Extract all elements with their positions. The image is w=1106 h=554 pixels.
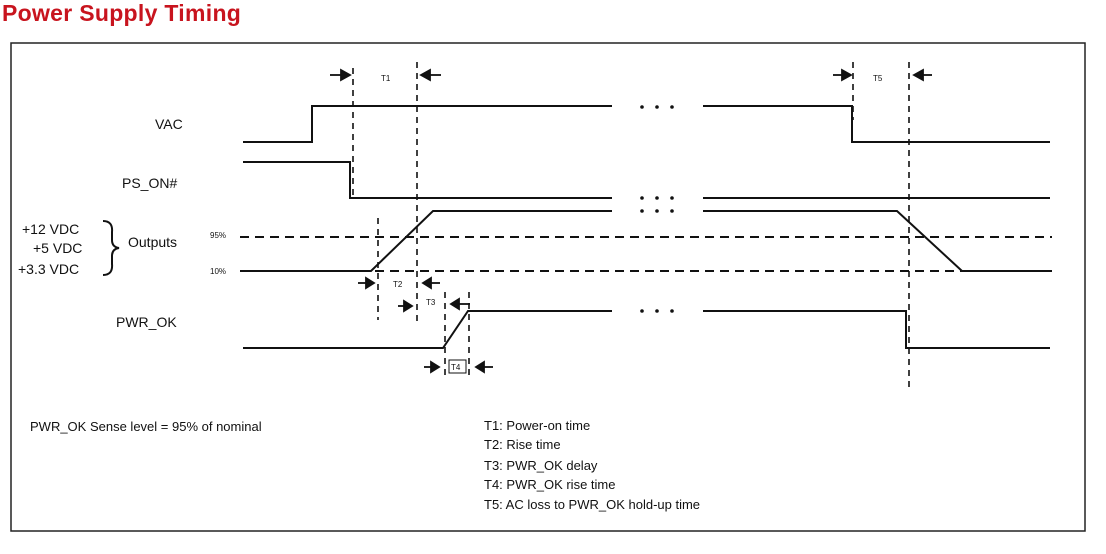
level-95: 95% xyxy=(210,231,226,240)
diagram-frame xyxy=(10,42,1086,532)
legend-t3: T3: PWR_OK delay xyxy=(484,458,598,473)
ps-on-label: PS_ON# xyxy=(122,175,177,191)
diagram-title: Power Supply Timing xyxy=(2,0,242,26)
voltage-12v: +12 VDC xyxy=(22,221,79,237)
t5-label: T5 xyxy=(873,74,883,83)
t4-label: T4 xyxy=(451,363,461,372)
voltage-brace xyxy=(102,220,120,276)
legend-t4: T4: PWR_OK rise time xyxy=(484,477,615,492)
t3-label: T3 xyxy=(426,298,436,307)
t2-label: T2 xyxy=(393,280,403,289)
vac-label: VAC xyxy=(155,116,183,132)
legend-t2: T2: Rise time xyxy=(484,437,561,452)
t1-label: T1 xyxy=(381,74,391,83)
voltage-3v3: +3.3 VDC xyxy=(18,261,79,277)
pwr-ok-label: PWR_OK xyxy=(116,314,177,330)
outputs-wave-right xyxy=(703,210,1050,272)
legend-t1: T1: Power-on time xyxy=(484,418,590,433)
level-10: 10% xyxy=(210,267,226,276)
pwr-ok-wave-left xyxy=(243,310,612,349)
ps-on-wave-left xyxy=(243,161,612,199)
legend-t5: T5: AC loss to PWR_OK hold-up time xyxy=(484,497,700,512)
outputs-wave-left xyxy=(243,210,612,272)
outputs-label: Outputs xyxy=(128,234,177,250)
sense-note: PWR_OK Sense level = 95% of nominal xyxy=(30,419,262,434)
vac-wave-right xyxy=(703,105,1050,143)
pwr-ok-wave-right xyxy=(703,310,1050,349)
vac-wave-left xyxy=(243,105,612,143)
t4-box xyxy=(448,359,467,374)
gap-dots xyxy=(640,105,674,313)
voltage-5v: +5 VDC xyxy=(33,240,82,256)
timing-arrows xyxy=(330,68,932,374)
